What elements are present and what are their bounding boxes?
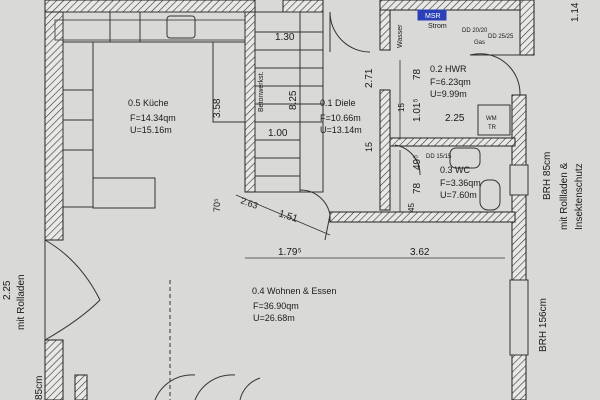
- dim-wc-small: 15: [364, 142, 374, 152]
- label-dd25: DD 25/25: [488, 34, 514, 40]
- label-dd20: DD 20/20: [462, 28, 488, 34]
- hwr-name: 0.2 HWR: [430, 64, 467, 74]
- wc-name: 0.3 WC: [440, 165, 471, 175]
- dim-landing: 1.00: [268, 128, 288, 139]
- doors: [44, 11, 529, 400]
- wc-perimeter: U=7.60m: [440, 190, 477, 200]
- dim-hwr-small: 15: [397, 103, 406, 112]
- hwr-fixtures: [417, 9, 511, 211]
- kitchen-perimeter: U=15.16m: [130, 125, 172, 135]
- dim-362: 3.62: [410, 247, 430, 258]
- hwr-area: F=6.23qm: [430, 77, 471, 87]
- label-left-rolladen: mit Rolladen: [16, 274, 27, 330]
- dim-wc-49: 49⁵: [412, 155, 423, 170]
- label-left-dim: 2.25: [2, 280, 13, 300]
- dim-wc-78: 78: [412, 182, 423, 194]
- label-msr: MSR: [425, 13, 441, 20]
- label-right-bottom: BRH 156cm: [538, 298, 549, 352]
- label-tr: TR: [488, 125, 497, 131]
- label-wm: WM: [486, 116, 497, 122]
- hall-area: F=10.66m: [320, 113, 361, 123]
- wc-area: F=3.36qm: [440, 178, 481, 188]
- dim-stair-width: 1.30: [275, 32, 295, 43]
- label-wasser: Wasser: [397, 24, 404, 48]
- dim-hwr-width: 2.25: [445, 113, 465, 124]
- kitchen-name: 0.5 Küche: [128, 98, 169, 108]
- kitchen-counter: [62, 11, 246, 209]
- label-left-bottom: 85cm: [34, 376, 45, 400]
- living-area: F=36.90qm: [253, 301, 299, 311]
- dim-hwr-top: 78: [412, 68, 423, 80]
- living-name: 0.4 Wohnen & Essen: [252, 286, 336, 296]
- dim-hwr-mid: 1.01⁵: [412, 98, 423, 122]
- label-dd15: DD 15/15: [426, 154, 452, 160]
- label-beton: Betonwerkst.: [258, 71, 265, 112]
- hall-name: 0.1 Diele: [320, 98, 356, 108]
- living-perimeter: U=26.68m: [253, 313, 295, 323]
- staircase: [254, 11, 324, 193]
- label-right-top: BRH 85cm: [542, 152, 553, 200]
- dim-705: 70⁵: [212, 198, 222, 212]
- dim-wc-45: 45: [407, 203, 416, 212]
- dim-top-right: 1.14: [570, 2, 581, 22]
- hall-perimeter: U=13.14m: [320, 125, 362, 135]
- dimension-lines: [235, 60, 505, 259]
- label-right-mid1: mit Rollladen &: [559, 162, 570, 230]
- dim-179: 1.79⁵: [278, 247, 302, 258]
- hwr-perimeter: U=9.99m: [430, 89, 467, 99]
- dim-stair-run: 8.25: [288, 90, 299, 110]
- dim-stair-length: 3.58: [212, 98, 223, 118]
- dim-hall-depth: 2.71: [364, 68, 375, 88]
- label-strom: Strom: [428, 23, 447, 30]
- kitchen-area: F=14.34qm: [130, 113, 176, 123]
- label-gas: Gas: [474, 40, 485, 46]
- label-right-mid2: Insektenschutz: [574, 163, 585, 230]
